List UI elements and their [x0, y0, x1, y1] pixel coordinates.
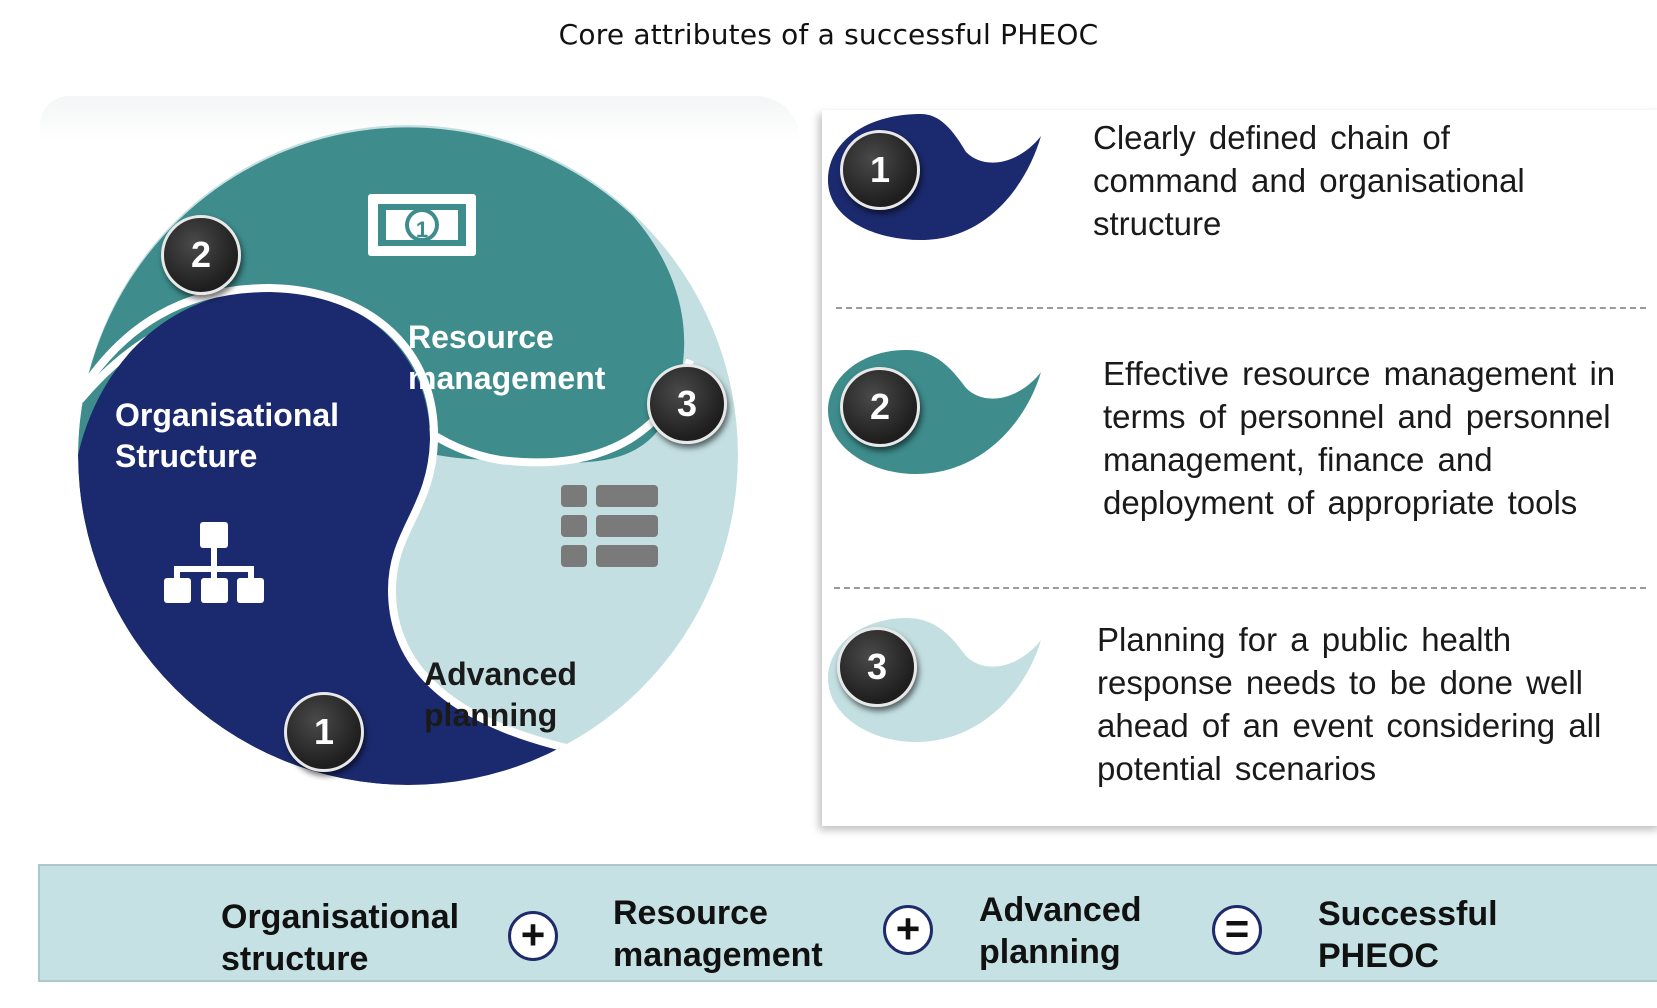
item-badge-2: 2 — [840, 367, 920, 447]
organisation-segment — [78, 289, 590, 785]
item-text-2: Effective resource management in terms o… — [1103, 355, 1616, 521]
divider-curve — [78, 283, 601, 759]
item-text-3: Planning for a public health response ne… — [1097, 621, 1602, 787]
item-text-1: Clearly defined chain of command and org… — [1093, 119, 1525, 242]
attributes-wheel: 1 — [78, 125, 738, 785]
equation-bar — [38, 864, 1657, 982]
divider-1 — [836, 307, 1646, 309]
plus-operator-1: + — [508, 911, 558, 961]
resource-management-label: Resource management — [408, 319, 606, 396]
list-icon — [561, 485, 658, 567]
plus-operator-2: + — [883, 905, 933, 955]
money-bill-icon — [368, 194, 476, 256]
wheel-badge-1: 1 — [284, 692, 364, 772]
term-resource-management: Resource management — [613, 894, 823, 974]
item-badge-1: 1 — [840, 130, 920, 210]
term-advanced-planning: Advanced planning — [979, 891, 1142, 971]
term-successful-pheoc: Successful PHEOC — [1318, 895, 1498, 975]
org-chart-icon — [164, 522, 264, 603]
wheel-badge-2: 2 — [161, 215, 241, 295]
item-badge-3: 3 — [837, 627, 917, 707]
resource-segment — [78, 127, 685, 463]
page-title: Core attributes of a successful PHEOC — [558, 18, 1099, 51]
organisational-structure-label: Organisational Structure — [115, 397, 340, 474]
money-digit: 1 — [416, 217, 428, 242]
equals-operator: = — [1212, 905, 1262, 955]
advanced-planning-label: Advanced planning — [424, 656, 577, 733]
divider-2 — [834, 587, 1646, 589]
wheel-badge-3: 3 — [647, 364, 727, 444]
term-organisational-structure: Organisational structure — [221, 898, 460, 978]
